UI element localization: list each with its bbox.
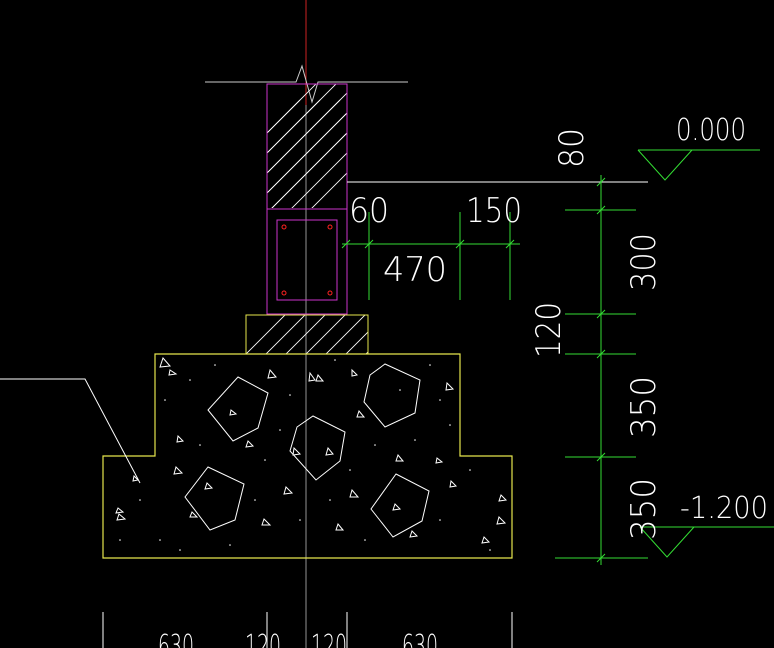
bottom-dimension-ticks (102, 612, 513, 648)
dim-80-label: 80 (552, 128, 592, 168)
bottom-dim-120a-label: 120 (245, 629, 281, 648)
dim-120-label: 120 (529, 302, 569, 358)
elevation-bottom-label: -1.200 (680, 491, 768, 526)
dim-150-label: 150 (466, 191, 522, 231)
ring-beam-stirrup (276, 219, 338, 301)
concrete-aggregate (115, 357, 508, 544)
dim-470-label: 470 (383, 250, 447, 290)
rebar-dot (327, 224, 333, 230)
wall-outline (266, 83, 348, 315)
bottom-dim-630a-label: 630 (158, 629, 194, 648)
rebar-dot (281, 224, 287, 230)
rebar-dot (327, 290, 333, 296)
dim-350b-label: 350 (624, 478, 664, 540)
concrete-dots (119, 359, 491, 551)
dim-300-label: 300 (624, 233, 664, 291)
dim-350a-label: 350 (624, 376, 664, 438)
bottom-dim-630b-label: 630 (402, 629, 438, 648)
footing-outline (102, 353, 513, 559)
elevation-marker-bottom (639, 526, 774, 558)
elevation-top-label: 0.000 (676, 113, 746, 148)
bottom-dim-120b-label: 120 (311, 629, 347, 648)
dim-60-label: 60 (349, 191, 389, 231)
rebar-dot (281, 290, 287, 296)
brick-step-outline (245, 314, 369, 355)
vertical-dimension (555, 175, 648, 565)
elevation-marker-top (637, 149, 760, 181)
horizontal-dimension (341, 212, 520, 300)
brick-step-hatch (246, 315, 368, 354)
leader-line (0, 378, 141, 484)
wall-hatch (267, 84, 347, 208)
